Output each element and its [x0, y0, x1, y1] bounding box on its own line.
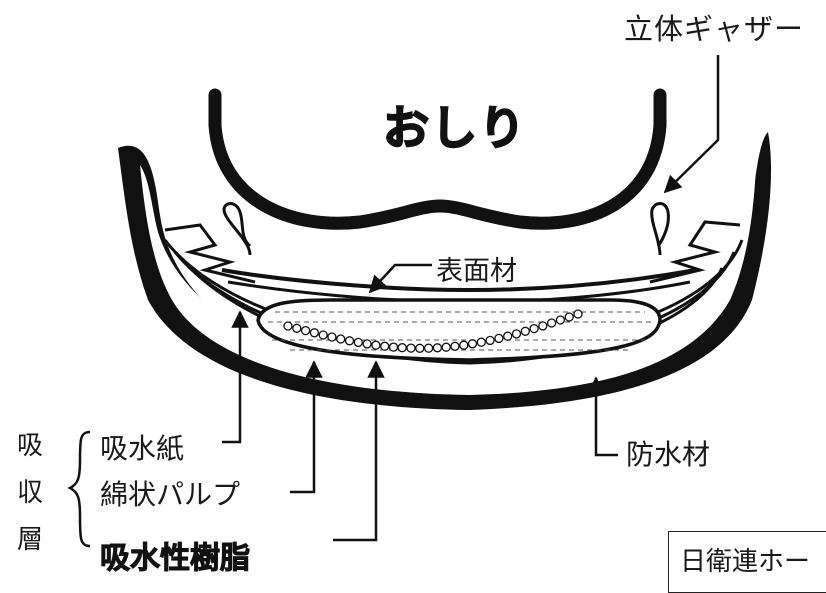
absorbent-core — [256, 298, 662, 362]
label-waterproof-material: 防水材 — [626, 438, 711, 471]
sap-bead — [327, 332, 337, 342]
sap-bead — [467, 339, 478, 349]
sap-bead — [573, 309, 583, 319]
logo-text: 日衛連ホー — [680, 547, 811, 577]
sap-bead — [371, 340, 381, 350]
sap-bead — [397, 343, 407, 353]
sap-bead — [503, 331, 513, 341]
arrow-gather — [663, 55, 720, 194]
label-buttocks: おしり — [382, 100, 527, 156]
buttocks-outline — [208, 88, 667, 230]
sap-bead — [309, 328, 320, 338]
sap-bead — [380, 341, 390, 351]
sap-bead — [441, 342, 451, 352]
sap-bead — [555, 315, 566, 325]
arrow-surface — [368, 263, 432, 294]
sap-bead — [292, 323, 302, 333]
sap-bead — [485, 335, 495, 346]
absorbent-layer-char-1: 吸 — [17, 431, 44, 461]
arrow-waterproof — [587, 376, 618, 457]
sap-bead — [520, 326, 530, 336]
layer-line-3 — [188, 266, 724, 365]
sap-bead — [406, 343, 416, 353]
gather-right — [649, 202, 741, 284]
label-superabsorbent-polymer: 吸水性樹脂 — [100, 541, 251, 577]
sap-bead — [459, 340, 469, 350]
label-surface-material: 表面材 — [436, 256, 517, 287]
diagram-drawing — [67, 55, 772, 548]
surface-sheet — [221, 268, 697, 293]
sap-bead — [432, 343, 443, 353]
sap-bead — [300, 325, 311, 336]
absorbent-layer-char-3: 層 — [17, 525, 44, 555]
label-cotton-pulp: 綿状パルプ — [100, 478, 241, 511]
arrow-sap — [333, 360, 385, 542]
label-absorbent-paper: 吸水紙 — [100, 432, 185, 465]
sap-beads — [283, 309, 583, 353]
sap-bead — [353, 337, 363, 348]
absorbent-layer-brace — [67, 430, 91, 548]
sap-bead — [283, 321, 293, 331]
sap-bead — [344, 336, 355, 346]
sap-bead — [423, 343, 434, 353]
sap-bead — [336, 334, 346, 344]
sap-bead — [388, 342, 399, 352]
sap-bead — [476, 337, 486, 347]
sap-bead — [564, 312, 574, 322]
sap-bead — [318, 330, 328, 340]
sap-bead — [546, 318, 557, 328]
arrow-paper — [222, 310, 249, 444]
pulp-dashes — [268, 311, 652, 351]
diaper-cross-section-diagram — [67, 55, 772, 548]
sap-bead — [511, 329, 522, 339]
label-standing-gather: 立体ギャザー — [624, 12, 805, 46]
arrow-pulp — [290, 360, 323, 494]
sap-bead — [494, 333, 504, 344]
sap-bead — [362, 339, 372, 349]
sap-bead — [529, 323, 539, 334]
sap-bead — [415, 343, 425, 353]
sap-bead — [450, 341, 460, 351]
gather-left — [164, 202, 256, 284]
sap-bead — [538, 321, 548, 331]
absorbent-layer-char-2: 収 — [17, 478, 44, 508]
